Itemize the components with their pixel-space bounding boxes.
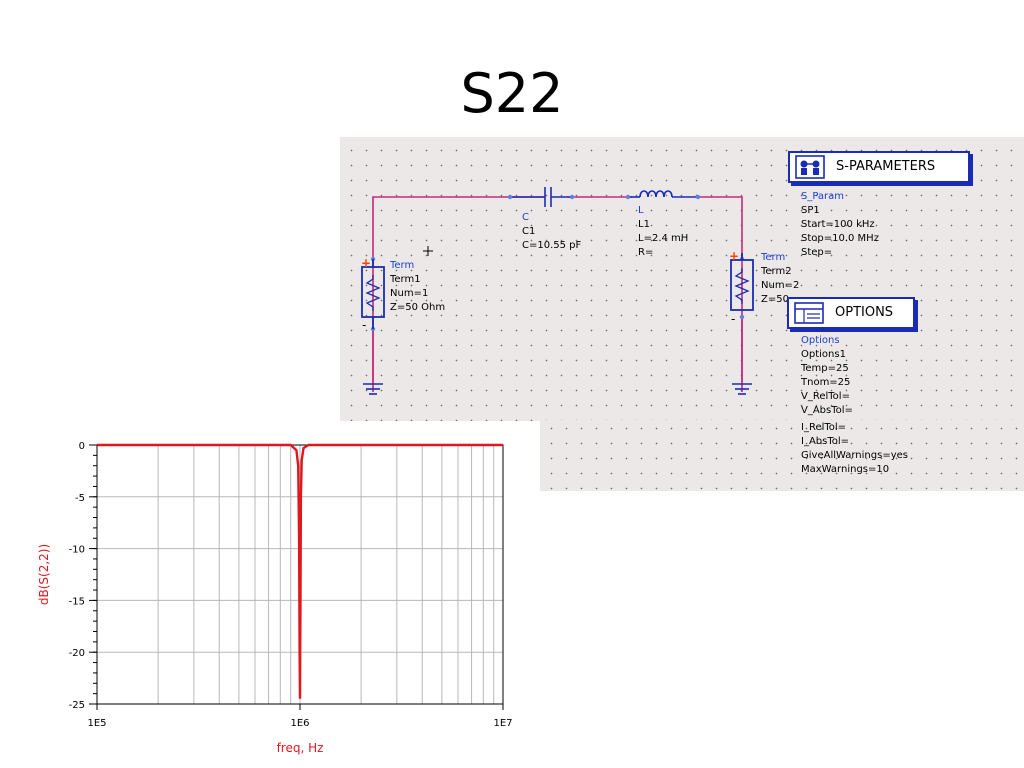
y-tick-label: -20 — [69, 648, 85, 659]
x-tick-label: 1E7 — [493, 718, 512, 729]
options-line-7: I_AbsTol= — [801, 436, 850, 447]
sparam-name-label: SP1 — [801, 205, 820, 216]
term2-num-label: Num=2 — [761, 280, 800, 291]
schematic-canvas[interactable]: + - + - Term Term1 Num=1 Z=50 Ohm C C1 C… — [340, 137, 1024, 421]
options-controller[interactable]: OPTIONS — [787, 297, 915, 329]
term1-name-label: Term1 — [390, 274, 421, 285]
options-line-4: V_RelTol= — [801, 391, 850, 402]
options-line-8: GiveAllWarnings=yes — [801, 450, 908, 461]
c1-type-label: C — [522, 212, 529, 223]
svg-text:-: - — [362, 318, 366, 332]
plot-frame — [96, 444, 504, 705]
term1-z-label: Z=50 Ohm — [390, 302, 446, 313]
sparam-type-label: S_Param — [801, 191, 845, 202]
c1-value-label: C=10.55 pF — [522, 240, 582, 251]
schematic-canvas-lower[interactable]: I_RelTol= I_AbsTol= GiveAllWarnings=yes … — [540, 420, 1024, 491]
y-tick-label: 0 — [79, 441, 85, 452]
term2-type-label: Term — [761, 252, 786, 263]
y-tick-label: -15 — [69, 596, 85, 607]
slide-title: S22 — [460, 62, 564, 125]
options-line-0: Options — [801, 335, 840, 346]
y-tick-label: -5 — [75, 493, 85, 504]
term1-symbol — [361, 259, 385, 329]
options-icon — [794, 302, 824, 324]
term2-symbol — [730, 253, 754, 311]
term2-name-label: Term2 — [761, 266, 792, 277]
options-line-2: Temp=25 — [801, 363, 849, 374]
l1-r-label: R= — [638, 247, 654, 258]
term2-z-label: Z=50 — [761, 294, 789, 305]
svg-text:+: + — [361, 256, 371, 270]
options-line-6: I_RelTol= — [801, 422, 847, 433]
term1-type-label: Term — [390, 260, 415, 271]
y-axis-label: dB(S(2,2)) — [37, 544, 51, 605]
s-parameters-title: S-PARAMETERS — [836, 159, 936, 174]
inductor-l1-symbol — [628, 190, 698, 198]
x-axis-label: freq, Hz — [277, 741, 324, 755]
term1-num-label: Num=1 — [390, 288, 429, 299]
y-tick-label: -25 — [69, 700, 85, 711]
schematic-wiring: + - + - — [361, 187, 754, 395]
x-tick-label: 1E5 — [87, 718, 106, 729]
options-line-1: Options1 — [801, 349, 846, 360]
options-title: OPTIONS — [835, 305, 894, 320]
sparam-step-label: Step= — [801, 247, 833, 258]
series-line-s22 — [97, 443, 503, 699]
ground-symbol-1 — [363, 383, 383, 395]
x-tick-label: 1E6 — [290, 718, 309, 729]
options-line-5: V_AbsTol= — [801, 405, 853, 416]
s-parameters-controller[interactable]: S-PARAMETERS — [788, 151, 970, 183]
crosshair-cursor-icon — [423, 246, 433, 256]
l1-value-label: L=2.4 mH — [638, 233, 689, 244]
options-line-3: Tnom=25 — [801, 377, 851, 388]
l1-name-label: L1 — [638, 219, 650, 230]
ground-symbol-2 — [732, 383, 752, 395]
wire-top-right — [696, 196, 743, 392]
sparam-start-label: Start=100 kHz — [801, 219, 875, 230]
svg-text:+: + — [729, 249, 739, 263]
svg-text:-: - — [731, 312, 735, 326]
options-line-9: MaxWarnings=10 — [801, 464, 890, 475]
y-tick-label: -10 — [69, 545, 85, 556]
sparam-stop-label: Stop=10.0 MHz — [801, 233, 879, 244]
l1-type-label: L — [638, 205, 644, 216]
s-parameters-icon — [795, 155, 825, 179]
c1-name-label: C1 — [522, 226, 536, 237]
capacitor-c1-symbol — [510, 187, 572, 207]
